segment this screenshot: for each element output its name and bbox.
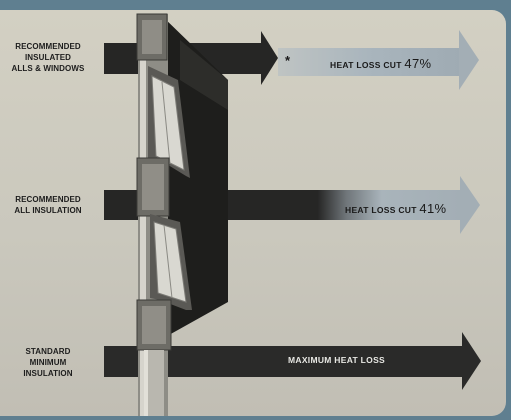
arrow-1-dark-head: [261, 31, 278, 85]
row-label-wall-insulation: RECOMMENDED ALL INSULATION: [14, 195, 82, 215]
bottom-block-face: [142, 306, 166, 344]
bottom-stud: [144, 350, 164, 416]
arrow-1-light-head: [459, 30, 479, 90]
arrow-1-light-shaft: [278, 48, 459, 76]
arrow-2-head: [460, 176, 480, 234]
upper-window-mullion: [161, 81, 171, 165]
arrow-1-caption: HEAT LOSS CUT 47%: [330, 56, 432, 71]
lower-window-mullion: [163, 224, 173, 299]
row-label-standard-minimum: STANDARD MINIMUM INSULATION: [23, 347, 73, 378]
arrow-3-head: [462, 332, 481, 390]
arrow-2-caption: HEAT LOSS CUT 41%: [345, 201, 447, 216]
bottom-stud-edge: [144, 350, 148, 416]
middle-block-face: [142, 164, 164, 210]
upper-window-pane: [151, 75, 185, 171]
wall-shadow: [180, 40, 228, 110]
diagram-panel: RECOMMENDED INSULATED ALLS & WINDOWS REC…: [0, 10, 506, 416]
lower-window-pane: [153, 221, 187, 303]
house-wall-section-illustration: [136, 13, 228, 416]
top-block-face: [142, 20, 162, 54]
arrow-3-caption: MAXIMUM HEAT LOSS: [288, 355, 386, 365]
asterisk-marker: *: [285, 53, 291, 68]
row-label-insulated-walls-windows: RECOMMENDED INSULATED ALLS & WINDOWS: [11, 42, 85, 73]
